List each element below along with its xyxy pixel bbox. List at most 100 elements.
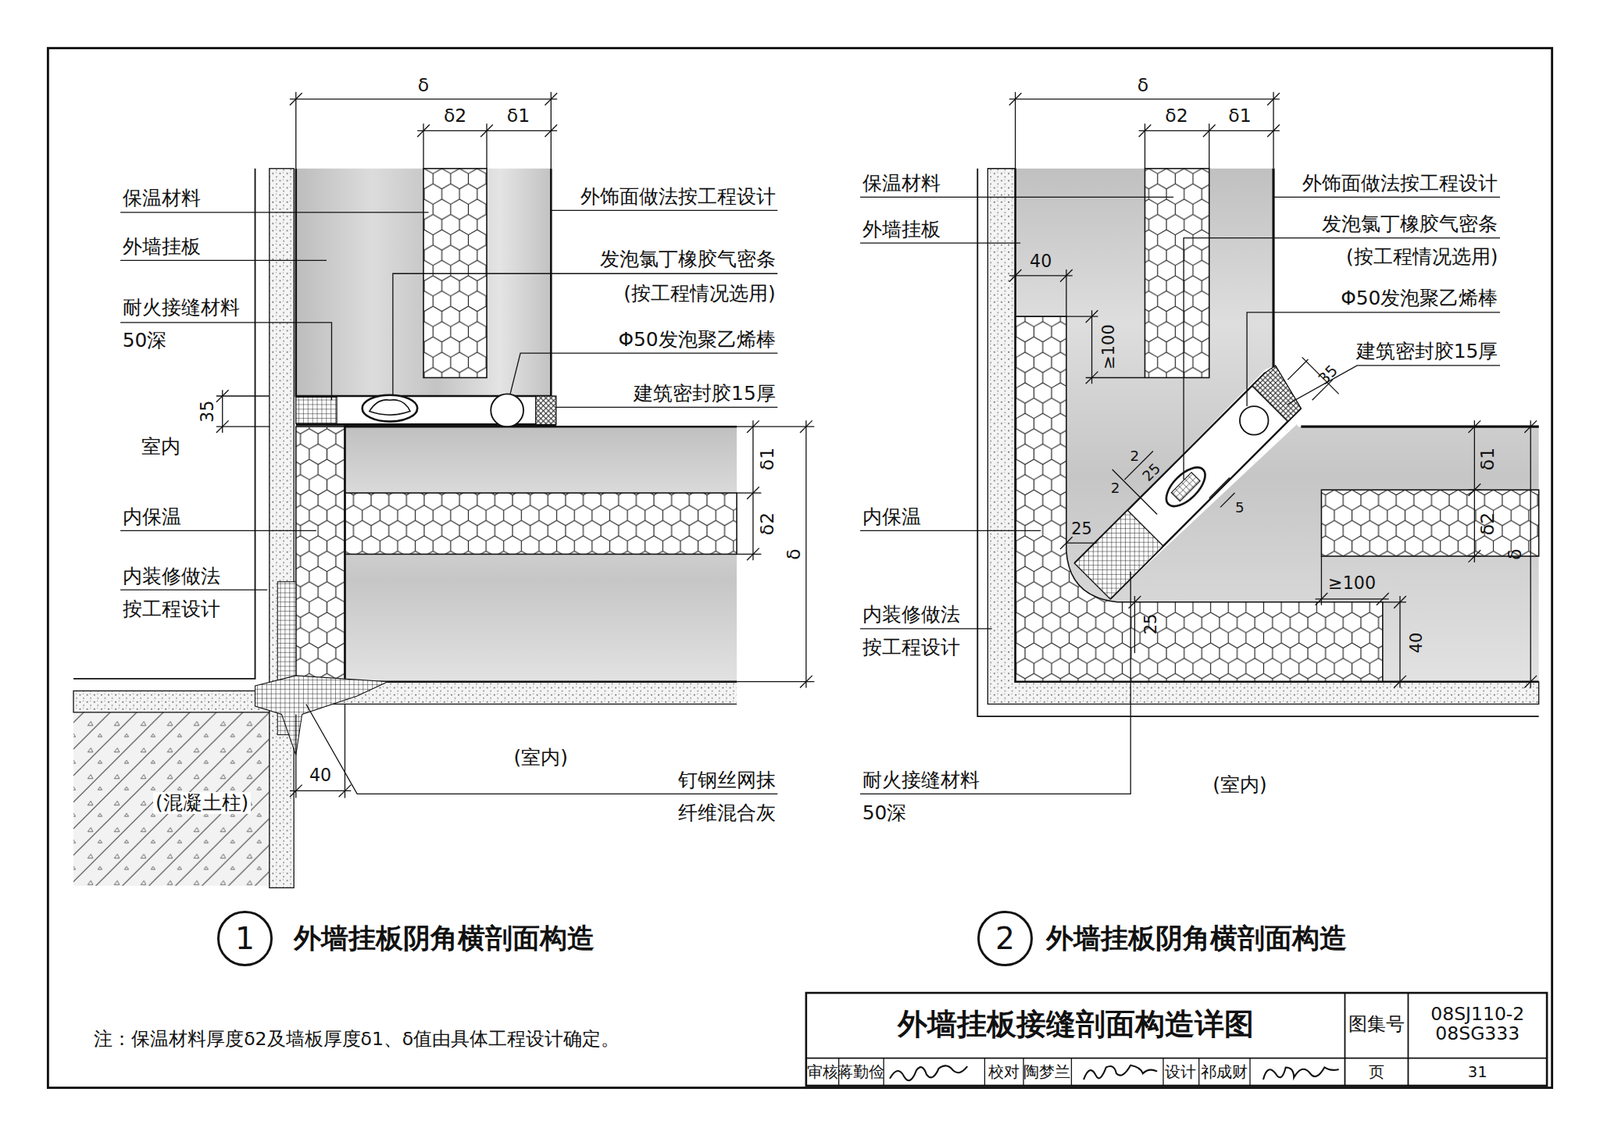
- drawing-stroke: [1393, 596, 1407, 689]
- drawing-stroke: [216, 389, 229, 433]
- drawing-stroke: [1144, 168, 1209, 379]
- drawing-stroke: [1220, 492, 1235, 508]
- annotation-label: 35: [1315, 362, 1343, 390]
- drawing-stroke: [1144, 168, 1209, 379]
- drawing-stroke: [1015, 168, 1540, 683]
- annotation-label: δ1: [1477, 447, 1499, 471]
- annotation-label: 建筑密封胶15厚: [1356, 340, 1499, 364]
- annotation-label: 内保温: [862, 506, 922, 529]
- drawing-stroke: [839, 1058, 1250, 1086]
- annotation-label: 钉钢丝网抹: [678, 769, 776, 793]
- drawing-stroke: [1083, 1065, 1158, 1080]
- drawing-stroke: [120, 589, 268, 591]
- drawing-stroke: [1263, 1067, 1340, 1080]
- drawing-stroke: [1066, 315, 1098, 317]
- drawing-stroke: [1321, 556, 1322, 606]
- detail-two: [860, 92, 1540, 795]
- drawing-stroke: [535, 396, 557, 425]
- drawing-stroke: [805, 420, 807, 688]
- drawing-stroke: [1300, 425, 1539, 429]
- drawing-stroke: [1009, 98, 1280, 100]
- annotation-label: 40: [1029, 251, 1052, 272]
- drawing-stroke: [860, 628, 992, 629]
- annotation-label: ≥100: [1328, 573, 1376, 594]
- drawing-stroke: [120, 211, 429, 213]
- drawing-stroke: [296, 426, 346, 683]
- drawing-stroke: [306, 703, 778, 794]
- drawing-stroke: [289, 98, 558, 100]
- annotation-label: δ2: [443, 105, 467, 127]
- drawing-stroke: [73, 168, 255, 679]
- annotation-label: 外墙挂板: [862, 218, 941, 242]
- annotation-label: 50深: [122, 329, 168, 353]
- drawing-stroke: [1468, 426, 1540, 428]
- drawing-stroke: [1066, 542, 1097, 543]
- drawing-stroke: [1009, 275, 1073, 276]
- drawing-stroke: [1382, 601, 1407, 603]
- drawing-stroke: [216, 426, 270, 428]
- annotation-label: 外墙挂板阴角横剖面构造: [293, 922, 595, 955]
- drawing-stroke: [1134, 596, 1136, 654]
- annotation-label: 页: [1368, 1064, 1385, 1083]
- annotation-label: 耐火接缝材料: [122, 296, 240, 320]
- drawing-stroke: [1183, 238, 1500, 481]
- callout-number: 1: [235, 923, 255, 954]
- drawing-stroke: [1091, 310, 1093, 384]
- annotation-label: 纤维混合灰: [678, 802, 776, 825]
- drawing-stroke: [1209, 477, 1230, 498]
- annotation-label: 注：保温材料厚度δ2及墙板厚度δ1、δ值由具体工程设计确定。: [93, 1028, 620, 1050]
- drawing-stroke: [1085, 310, 1099, 384]
- drawing-stroke: [1273, 196, 1500, 198]
- annotation-label: 保温材料: [862, 172, 941, 196]
- annotation-label: 祁成财: [1200, 1064, 1248, 1083]
- drawing-stroke: [1399, 596, 1400, 689]
- drawing-stroke: [289, 92, 558, 137]
- annotation-label: ≥100: [1098, 324, 1118, 369]
- sheet-title: 外墙挂板接缝剖面构造详图: [897, 1007, 1254, 1043]
- annotation-label: 图集号: [1348, 1014, 1405, 1036]
- drawing-stroke: [736, 681, 815, 683]
- drawing-stroke: [1287, 359, 1308, 380]
- annotation-label: δ2: [1164, 105, 1188, 127]
- drawing-stroke: [120, 322, 332, 400]
- drawing-stroke: [289, 785, 351, 798]
- drawing-stroke: [1009, 92, 1280, 137]
- drawing-stroke: [1014, 92, 1016, 169]
- drawing-stroke: [344, 426, 737, 683]
- drawing-stroke: [296, 703, 737, 705]
- drawing-stroke: [120, 260, 327, 261]
- annotation-label: (按工程情况选用): [1346, 246, 1498, 269]
- callout-number: 2: [995, 923, 1015, 954]
- drawing-stroke: [1315, 598, 1390, 600]
- annotation-label: (按工程情况选用): [623, 282, 775, 306]
- drawing-stroke: [860, 196, 1174, 198]
- annotation-label: δ2: [757, 511, 779, 535]
- annotation-label: (室内): [1212, 774, 1267, 797]
- drawing-stroke: [255, 675, 389, 756]
- annotation-label: Φ50发泡聚乙烯棒: [1340, 287, 1498, 311]
- drawing-stroke: [860, 92, 1540, 795]
- drawing-stroke: [556, 407, 778, 408]
- drawing-stroke: [296, 396, 337, 424]
- annotation-label: δ: [417, 75, 429, 97]
- annotation-label: 外墙挂板阴角横剖面构造: [1046, 922, 1347, 955]
- annotation-label: 外墙挂板: [122, 235, 201, 259]
- drawing-stroke: [977, 168, 1539, 717]
- drawing-stroke: [1344, 992, 1347, 1086]
- annotation-label: 外饰面做法按工程设计: [580, 185, 776, 209]
- annotation-label: 耐火接缝材料: [862, 769, 980, 793]
- callout-circle: 2: [977, 910, 1033, 967]
- drawing-stroke: [1468, 420, 1538, 688]
- drawing-stroke: [296, 426, 346, 683]
- drawing-stroke: [1074, 365, 1301, 600]
- drawing-stroke: [73, 690, 270, 712]
- annotation-label: (室内): [514, 746, 568, 770]
- drawing-stroke: [1171, 472, 1200, 502]
- drawing-stroke: [736, 426, 815, 428]
- sheet-border: [47, 48, 1552, 1089]
- drawing-stroke: [344, 703, 346, 798]
- drawing-stroke: [1530, 420, 1532, 688]
- title-block: [806, 992, 1547, 1086]
- drawing-stroke: [736, 492, 761, 493]
- drawing-stroke: [806, 992, 1547, 1086]
